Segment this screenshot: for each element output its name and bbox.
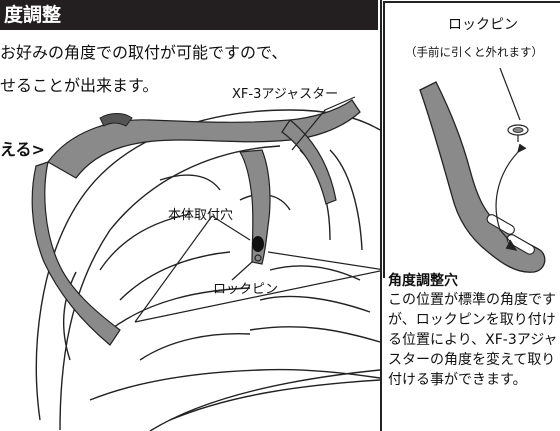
section-title: 度調整 (4, 4, 62, 26)
label-mount-hole: 本体取付穴 (168, 208, 234, 223)
label-lock-pin: ロックピン (213, 282, 279, 297)
label-adjuster: XF-3アジャスター (232, 87, 339, 102)
lock-pin-dot (252, 236, 264, 252)
helmet-shell-lines (35, 109, 380, 431)
helmet-illustration (31, 96, 380, 431)
subheading: える> (0, 140, 45, 159)
adjuster-frame (31, 99, 361, 346)
vertical-divider (380, 0, 382, 431)
angle-hole-title: 角度調整穴 (388, 273, 458, 289)
angle-hole-description: この位置が標準の角度ですが、ロックピンを取り付ける位置により、XF-3アジャスタ… (388, 292, 558, 388)
lock-pin-inset (383, 1, 560, 278)
intro-text-line-2: せることが出来ます。 (0, 76, 159, 95)
section-header-bar: 度調整 (0, 0, 378, 30)
inset-subtitle: （手前に引くと外れます） (405, 45, 543, 59)
leader-lines (134, 96, 380, 323)
inset-title: ロックピン (448, 17, 518, 33)
intro-text-line-1: お好みの角度での取付が可能ですので、 (0, 43, 288, 62)
